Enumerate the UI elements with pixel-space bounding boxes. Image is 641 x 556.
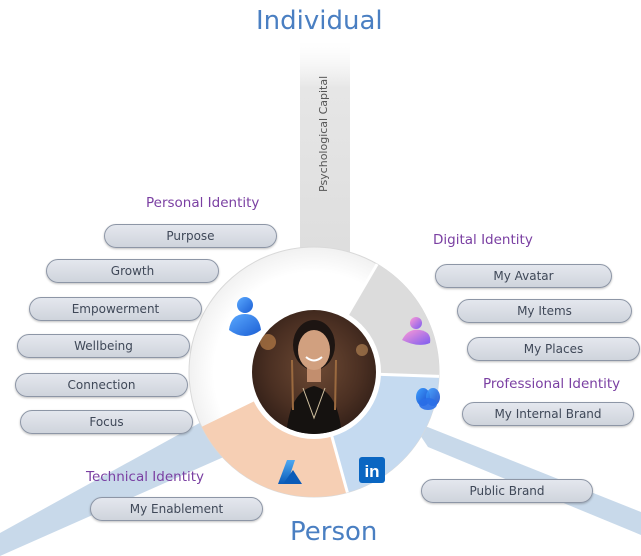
item-public-brand: Public Brand	[421, 479, 593, 503]
svg-text:in: in	[364, 462, 379, 481]
individual-label: Individual	[256, 6, 383, 36]
item-my-enablement: My Enablement	[90, 497, 263, 521]
teams-people-icon	[229, 297, 261, 336]
item-my-places: My Places	[467, 337, 640, 361]
item-wellbeing: Wellbeing	[17, 334, 190, 358]
person-photo	[252, 310, 376, 434]
item-purpose: Purpose	[104, 224, 277, 248]
item-empowerment: Empowerment	[29, 297, 202, 321]
mesh-avatar-icon	[402, 317, 431, 345]
vertical-band	[300, 42, 350, 272]
item-my-items: My Items	[457, 299, 632, 323]
psychological-capital-label: Psychological Capital	[317, 75, 330, 192]
azure-icon	[278, 460, 302, 484]
viva-connections-icon	[416, 388, 440, 410]
linkedin-icon: in	[359, 457, 385, 483]
professional-identity-title: Professional Identity	[483, 376, 621, 392]
personal-identity-title: Personal Identity	[146, 195, 260, 211]
digital-identity-title: Digital Identity	[433, 232, 533, 248]
item-focus: Focus	[20, 410, 193, 434]
person-label: Person	[290, 517, 378, 547]
lower-left-ray	[0, 415, 244, 556]
item-my-avatar: My Avatar	[435, 264, 612, 288]
item-my-internal-brand: My Internal Brand	[462, 402, 634, 426]
item-growth: Growth	[46, 259, 219, 283]
lower-right-ray	[410, 420, 641, 535]
item-connection: Connection	[15, 373, 188, 397]
technical-identity-title: Technical Identity	[86, 469, 205, 485]
